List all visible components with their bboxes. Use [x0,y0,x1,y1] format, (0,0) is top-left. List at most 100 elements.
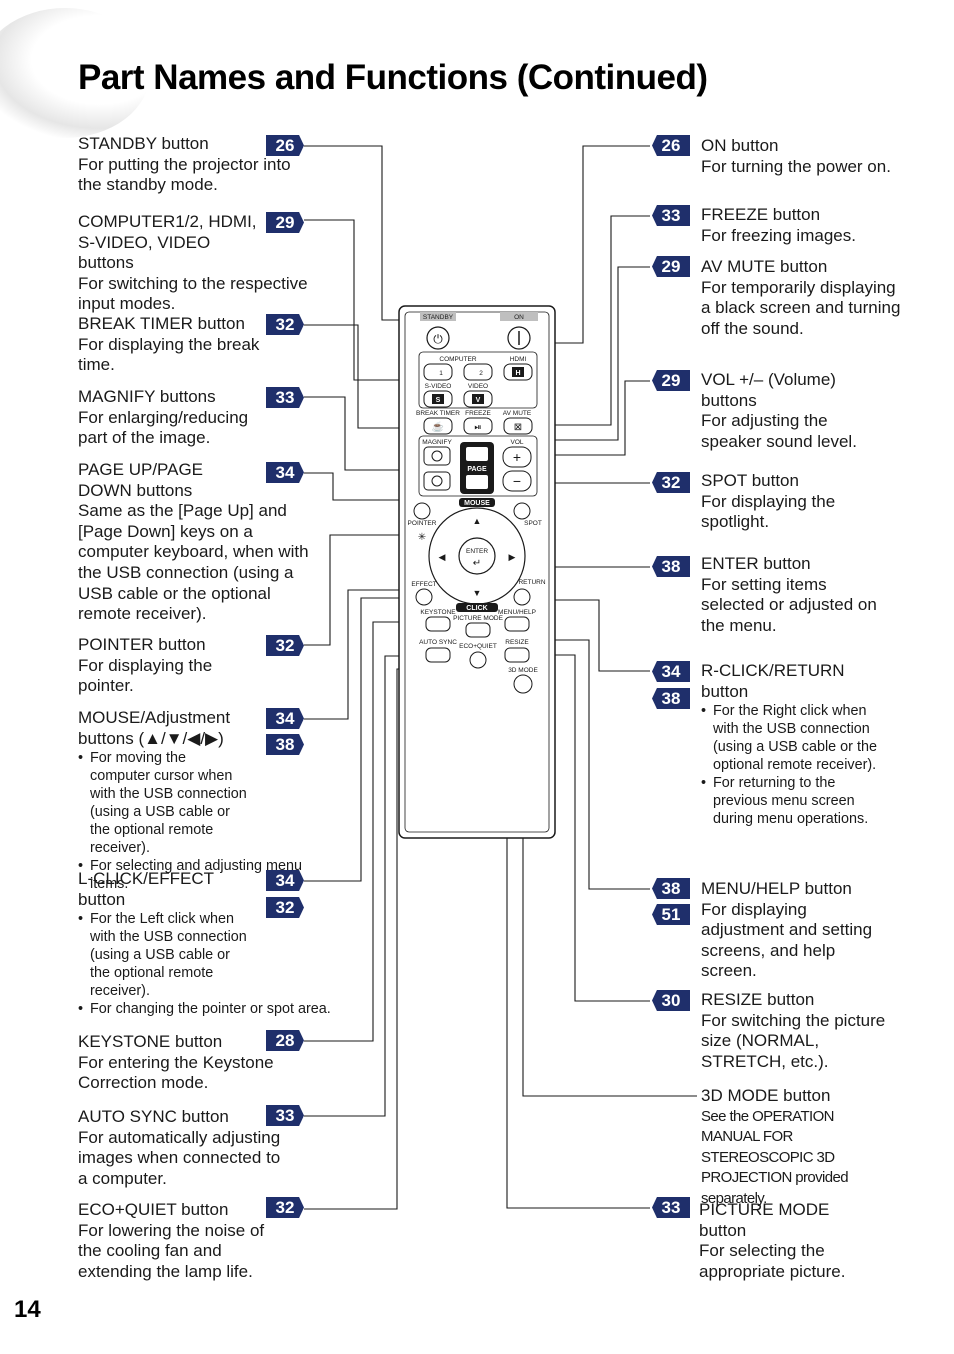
svg-text:▼: ▼ [473,588,482,598]
mouse-pad: MOUSE ENTER ↵ ▲ ▼ ◀ ▶ [428,498,526,605]
item-title: PAGE UP/PAGE DOWN buttons [78,460,204,500]
bullet: For moving the computer cursor when with… [78,749,344,857]
input-keys: COMPUTER HDMI 1 2 H S-VIDEO VIDEO S V [418,351,538,409]
bullet: For selecting and adjusting menu items. [78,857,344,893]
page-ref-badge: 26 [266,135,304,156]
svg-text:PICTURE MODE: PICTURE MODE [453,615,504,622]
standby-key: STANDBY ⏻ [420,312,456,350]
item-text: For temporarily displaying a black scree… [701,277,901,338]
item-title: ECO+QUIET button [78,1200,229,1219]
svg-text:PAGE: PAGE [467,466,487,473]
page-ref-badge: 51 [652,904,690,925]
page-ref-badge: 28 [266,1030,304,1051]
item-title: STANDBY button [78,134,209,153]
svg-text:1: 1 [439,370,443,377]
item-text: For switching the picture size (NORMAL, … [701,1010,886,1071]
sync-eco-resize-keys: AUTO SYNC ECO+QUIET RESIZE 3D MODE [419,639,538,694]
svg-text:▶: ▶ [509,552,516,562]
svg-text:⊠: ⊠ [514,422,522,433]
page-ref-badge: 34 [266,870,304,891]
page-up-down-description: PAGE UP/PAGE DOWN buttons Same as the [P… [78,460,328,625]
keystone-description: KEYSTONE button For entering the Keyston… [78,1032,304,1094]
svg-text:AV MUTE: AV MUTE [503,410,532,417]
svg-text:AUTO SYNC: AUTO SYNC [419,639,457,646]
page-ref-badge: 34 [266,708,304,729]
svg-text:V: V [476,397,481,404]
pointer-description: POINTER button For displaying the pointe… [78,635,258,697]
on-description: ON button For turning the power on. [701,136,891,177]
bullet: For returning to the previous menu scree… [701,774,891,828]
item-title: MAGNIFY buttons [78,387,216,406]
click-keystone-menu-keys: CLICK KEYSTONE MENU/HELP PICTURE MODE [420,603,536,638]
freeze-description: FREEZE button For freezing images. [701,205,901,246]
svg-text:H: H [515,370,520,377]
svg-text:POINTER: POINTER [408,520,437,527]
page-ref-badge: 33 [652,205,690,226]
item-text: For freezing images. [701,225,856,245]
svg-text:MOUSE: MOUSE [464,500,490,507]
item-title: R-CLICK/RETURN button [701,661,845,701]
svg-text:ON: ON [514,314,524,321]
svg-text:STANDBY: STANDBY [423,314,454,321]
item-title: L-CLICK/EFFECT button [78,869,214,909]
item-title: PICTURE MODE button [699,1200,830,1240]
item-title: POINTER button [78,635,206,654]
svg-text:FREEZE: FREEZE [465,410,491,417]
item-text: For lowering the noise of the cooling fa… [78,1220,265,1281]
item-text: For displaying the break time. [78,334,260,375]
svg-text:EFFECT: EFFECT [411,581,436,588]
svg-text:COMPUTER: COMPUTER [439,356,477,363]
page-number: 14 [14,1296,41,1323]
spot-description: SPOT button For displaying the spotlight… [701,471,891,533]
svg-text:MENU/HELP: MENU/HELP [498,609,536,616]
av-mute-description: AV MUTE button For temporarily displayin… [701,257,901,339]
svg-text:KEYSTONE: KEYSTONE [420,609,456,616]
item-title: KEYSTONE button [78,1032,223,1051]
break-timer-description: BREAK TIMER button For displaying the br… [78,314,268,376]
svg-text:◀: ◀ [439,552,446,562]
item-text: For displaying the spotlight. [701,491,836,532]
3d-mode-description: 3D MODE button See the OPERATION MANUAL … [701,1086,891,1210]
bullet: For the Right click when with the USB co… [701,702,891,774]
bullet: For changing the pointer or spot area. [78,1000,336,1018]
page-ref-badge: 38 [652,556,690,577]
r-click-return-description: R-CLICK/RETURN button For the Right clic… [701,661,891,828]
volume-description: VOL +/– (Volume) buttons For adjusting t… [701,370,891,452]
page-ref-badge: 26 [652,135,690,156]
page-ref-badge: 32 [266,314,304,335]
input-keys-description: COMPUTER1/2, HDMI, S-VIDEO, VIDEO button… [78,212,338,315]
item-title: AV MUTE button [701,257,828,276]
item-text: For putting the projector into the stand… [78,154,291,195]
page-ref-badge: 34 [266,462,304,483]
page-ref-badge: 29 [266,212,304,233]
enter-description: ENTER button For setting items selected … [701,554,891,636]
svg-text:HDMI: HDMI [510,356,527,363]
page-ref-badge: 30 [652,990,690,1011]
svg-text:+: + [513,449,521,465]
page-ref-badge: 38 [652,878,690,899]
timer-freeze-mute-keys: BREAK TIMER FREEZE AV MUTE ☕ ⏯ ⊠ [416,410,533,435]
svg-text:RETURN: RETURN [518,579,545,586]
page-ref-badge: 32 [652,472,690,493]
page-ref-badge: 33 [266,1105,304,1126]
item-title: ENTER button [701,554,811,573]
page-ref-badge: 38 [652,688,690,709]
item-text: Same as the [Page Up] and [Page Down] ke… [78,501,309,624]
item-text: For switching to the respective input mo… [78,273,308,314]
svg-text:3D MODE: 3D MODE [508,667,538,674]
item-title: ON button [701,136,779,155]
item-text: For turning the power on. [701,156,891,176]
page-ref-badge: 32 [266,1197,304,1218]
page-ref-badge: 29 [652,256,690,277]
item-text: For automatically adjusting images when … [78,1127,281,1188]
corner-decoration [0,8,150,138]
item-title: MENU/HELP button [701,879,852,898]
page-ref-badge: 33 [652,1197,690,1218]
item-bullets: For the Left click when with the USB con… [78,910,336,1018]
item-text: For selecting the appropriate picture. [699,1241,846,1281]
item-bullets: For the Right click when with the USB co… [701,702,891,828]
svg-text:MAGNIFY: MAGNIFY [422,439,452,446]
item-text: For adjusting the speaker sound level. [701,411,857,451]
page-ref-badge: 32 [266,635,304,656]
